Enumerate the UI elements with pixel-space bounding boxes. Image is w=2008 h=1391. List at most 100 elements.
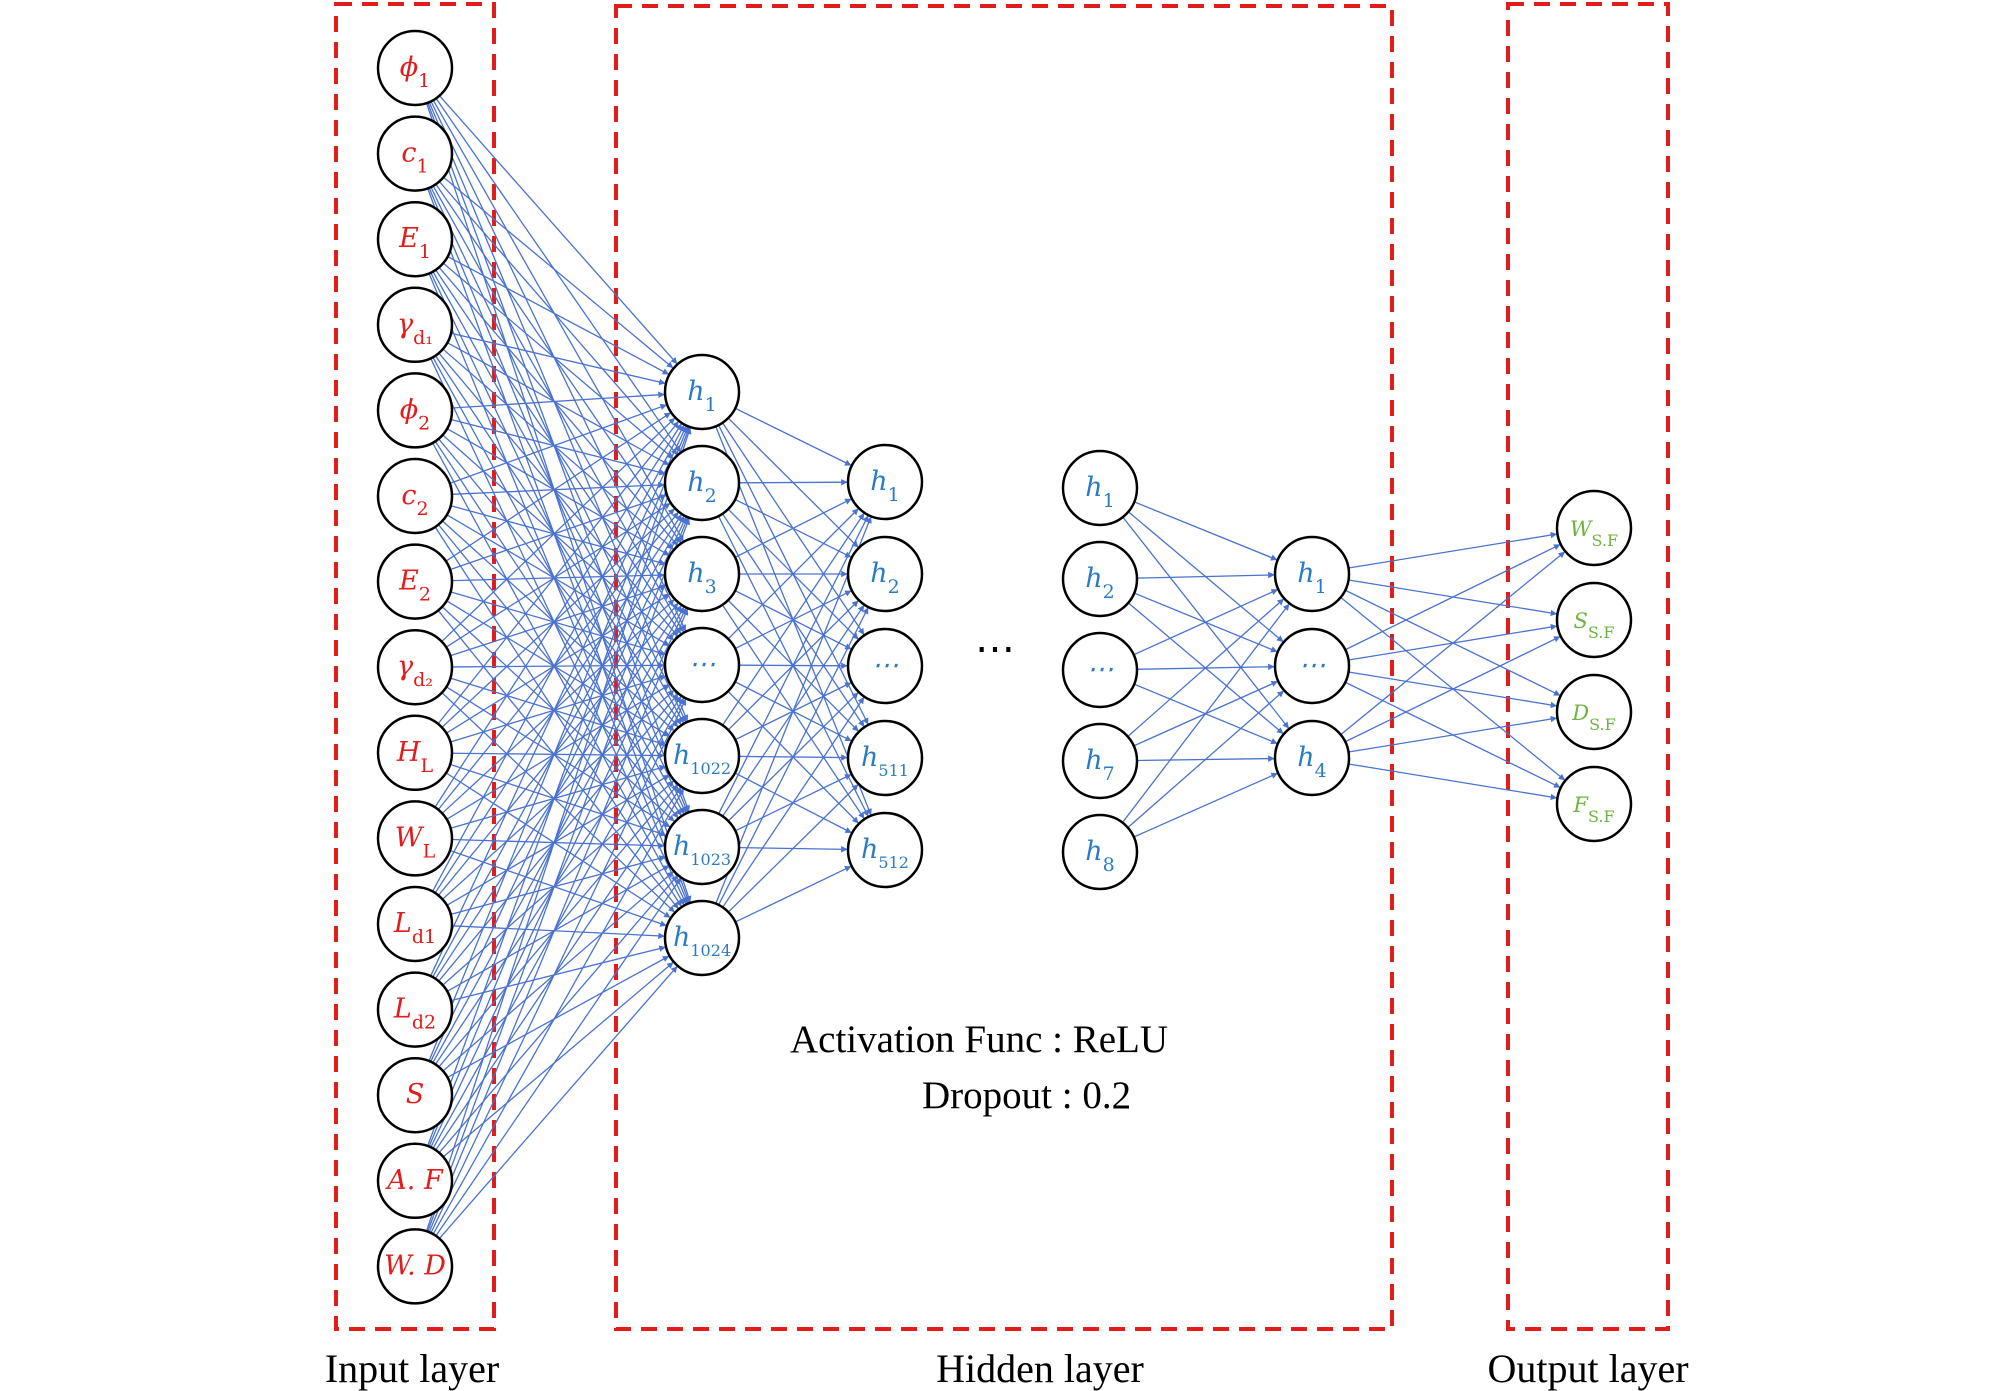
node-circle — [376, 714, 454, 792]
connection-edge — [727, 508, 859, 640]
hidden-3-node: h1 — [1061, 449, 1139, 527]
node-circle — [1061, 449, 1139, 527]
connection-edge — [1344, 544, 1561, 651]
input-node: Ld2 — [376, 971, 454, 1048]
connection-edge — [442, 689, 675, 900]
node-circle — [376, 1142, 454, 1220]
connection-edge — [425, 102, 692, 903]
connection-edge — [441, 417, 676, 643]
connection-edge — [1348, 531, 1558, 569]
connection-edge — [718, 515, 869, 815]
connection-lines — [425, 95, 1566, 1239]
node-circle — [1061, 540, 1139, 618]
node-circle — [376, 29, 454, 107]
connection-edge — [449, 849, 667, 927]
output-node: DS.F — [1555, 673, 1633, 751]
hidden-1-node: h1024 — [663, 899, 741, 977]
node-label: ⋯ — [689, 649, 716, 680]
connection-edge — [1136, 571, 1275, 579]
node-label: DS.F — [1571, 701, 1615, 734]
node-label: SS.F — [1574, 609, 1615, 642]
node-label: h2 — [1085, 563, 1114, 603]
connection-edge — [432, 788, 684, 1235]
connection-edge — [435, 269, 682, 635]
node-label: ϕ1 — [400, 52, 431, 92]
node-circle — [1061, 813, 1139, 891]
connection-edge — [435, 98, 681, 453]
connection-edge — [434, 696, 682, 1065]
node-circle — [1273, 627, 1351, 705]
connection-edge — [442, 262, 674, 459]
connection-edge — [432, 606, 685, 1064]
connection-edge — [430, 425, 687, 977]
node-label: W. D — [384, 1250, 446, 1281]
connection-edge — [430, 698, 687, 1234]
node-circle — [376, 200, 454, 278]
node-circle — [663, 808, 741, 886]
connection-edge — [442, 962, 674, 1158]
connection-edge — [432, 99, 684, 542]
node-label: FS.F — [1572, 793, 1614, 826]
node-circle — [376, 800, 454, 877]
output-node: FS.F — [1555, 765, 1633, 843]
hidden-1-node: h3 — [663, 535, 741, 613]
hidden-4-nodes: h1⋯h4 — [1273, 535, 1351, 797]
node-label: h8 — [1085, 836, 1114, 876]
connection-edge — [437, 512, 679, 811]
connection-edge — [1348, 763, 1558, 801]
connection-edge — [450, 855, 666, 916]
hidden-layer-caption: Hidden layer — [936, 1346, 1144, 1391]
node-label: h1 — [1297, 558, 1326, 598]
hidden-2-node: h511 — [846, 719, 924, 797]
connection-edge — [447, 256, 670, 375]
connection-edge — [738, 478, 848, 486]
connection-edge — [430, 607, 687, 1148]
input-node: A. F — [376, 1142, 454, 1220]
node-circle — [846, 811, 924, 889]
node-label: h1 — [870, 466, 899, 506]
connection-edge — [449, 763, 667, 837]
hidden-2-node: h2 — [846, 535, 924, 613]
node-label: γd₂ — [397, 651, 433, 691]
node-label: HL — [396, 737, 434, 777]
node-label: Ld1 — [393, 908, 436, 948]
input-node: S — [376, 1056, 454, 1134]
connection-edge — [450, 418, 666, 476]
connection-edge — [451, 662, 665, 669]
connection-edge — [451, 838, 665, 849]
connection-edge — [438, 266, 678, 546]
activation-function-label: Activation Func : ReLU — [790, 1018, 1168, 1061]
connection-edge — [446, 865, 670, 992]
node-label: h4 — [1297, 742, 1326, 782]
hidden-3-node: h7 — [1061, 722, 1139, 800]
connection-edge — [1134, 501, 1278, 561]
node-label: h7 — [1085, 745, 1114, 785]
input-node: ϕ1 — [376, 29, 454, 107]
node-circle — [376, 1228, 454, 1305]
node-circle — [1555, 581, 1633, 659]
connection-edge — [427, 518, 690, 1232]
node-circle — [376, 372, 454, 449]
node-label: h2 — [870, 558, 899, 598]
node-circle — [663, 535, 741, 613]
connection-edge — [442, 348, 674, 550]
node-circle — [1555, 673, 1633, 751]
connection-edge — [445, 412, 671, 562]
connection-edge — [438, 966, 678, 1239]
connection-edge — [430, 358, 687, 905]
hidden-3-node: ⋯ — [1061, 631, 1139, 709]
connection-edge — [434, 514, 682, 894]
connection-edge — [428, 517, 689, 1147]
connection-edge — [734, 498, 852, 558]
node-label: h512 — [861, 834, 909, 872]
node-label: h1024 — [673, 922, 731, 960]
connection-edge — [442, 780, 675, 986]
input-node: HL — [376, 714, 454, 792]
connection-edge — [1127, 598, 1284, 738]
connection-edge — [450, 674, 667, 743]
connection-edge — [1121, 603, 1290, 823]
connection-edge — [722, 513, 865, 726]
connection-edge — [442, 871, 674, 1072]
output-layer-caption: Output layer — [1487, 1346, 1688, 1391]
